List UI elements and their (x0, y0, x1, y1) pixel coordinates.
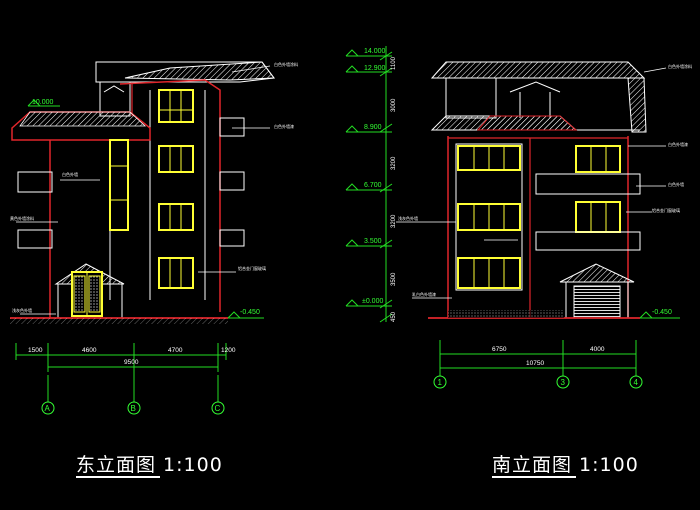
south-elev-2: 12.900 (364, 65, 386, 72)
east-dim-2: 4600 (82, 347, 97, 354)
south-elev-4: 6.700 (364, 182, 382, 189)
east-axis-bubbles (41, 401, 225, 415)
east-tower (119, 79, 245, 312)
east-elev-ground (227, 311, 264, 319)
south-mid-roof (430, 115, 640, 131)
south-elev-5: 3.500 (364, 238, 382, 245)
east-elev-roof (27, 99, 60, 107)
south-height-6: 450 (391, 311, 397, 322)
east-title-underline (76, 476, 160, 478)
south-elev-3: 8.900 (364, 124, 382, 131)
east-axis-a: A (45, 404, 51, 413)
south-dim-total: 10750 (526, 360, 544, 367)
south-elev-6: ±0.000 (362, 298, 383, 305)
south-axis-bubbles (433, 375, 643, 389)
east-entrance (54, 263, 125, 319)
south-main-block (447, 136, 641, 318)
south-height-1: 1100 (391, 56, 397, 70)
east-note-3: 白色外墙 (62, 171, 78, 177)
east-elev-roof-label: 10.000 (32, 99, 54, 106)
south-upper-roof (430, 61, 647, 133)
south-note-3: 白色外墙 (668, 181, 684, 187)
east-elevation (10, 61, 275, 415)
east-dim-3: 4700 (168, 347, 183, 354)
east-lower-roof (11, 111, 151, 141)
east-note-6: 浅灰色外墙 (12, 307, 32, 313)
south-note-2: 白色外墙漆 (668, 141, 688, 147)
south-height-3: 3200 (391, 156, 397, 170)
south-dimensions (439, 340, 637, 376)
east-note-4: 黄色外墙涂料 (10, 215, 34, 221)
east-note-2: 白色外墙漆 (274, 123, 294, 129)
south-elev-ground: -0.450 (652, 309, 672, 316)
south-dim-1: 6750 (492, 346, 507, 353)
south-note-4: 铝合金门窗玻璃 (652, 207, 680, 213)
south-axis-4: 4 (634, 378, 639, 387)
south-dim-2: 4000 (590, 346, 605, 353)
east-leaders (16, 65, 271, 315)
east-elevation-title: 东立面图 1:100 (76, 454, 223, 476)
south-elev-marks (345, 49, 680, 319)
south-note-1: 白色外墙涂料 (668, 63, 692, 69)
east-axis-c: C (215, 404, 221, 413)
south-note-6: 乳白色外墙漆 (412, 291, 436, 297)
south-elevation (345, 46, 680, 389)
east-note-1: 白色外墙涂料 (274, 61, 298, 67)
east-elev-ground-label: -0.450 (240, 309, 260, 316)
east-note-5: 铝合金门窗玻璃 (238, 265, 266, 271)
south-axis-1: 1 (438, 378, 443, 387)
south-height-4: 3200 (391, 214, 397, 228)
south-height-5: 3500 (391, 272, 397, 286)
south-note-5: 浅灰色外墙 (398, 215, 418, 221)
south-axis-3: 3 (561, 378, 566, 387)
south-elevation-title: 南立面图 1:100 (492, 454, 639, 476)
south-garage (559, 263, 635, 319)
east-dim-4: 1200 (221, 347, 236, 354)
south-elev-1: 14.000 (364, 48, 386, 55)
east-dim-1: 1500 (28, 347, 43, 354)
south-height-2: 3000 (391, 98, 397, 112)
south-leaders (396, 67, 667, 299)
east-dimensions (15, 343, 227, 402)
east-axis-b: B (131, 404, 136, 413)
south-title-underline (492, 476, 576, 478)
east-dim-total: 9500 (124, 359, 139, 366)
east-main-block (17, 139, 129, 318)
